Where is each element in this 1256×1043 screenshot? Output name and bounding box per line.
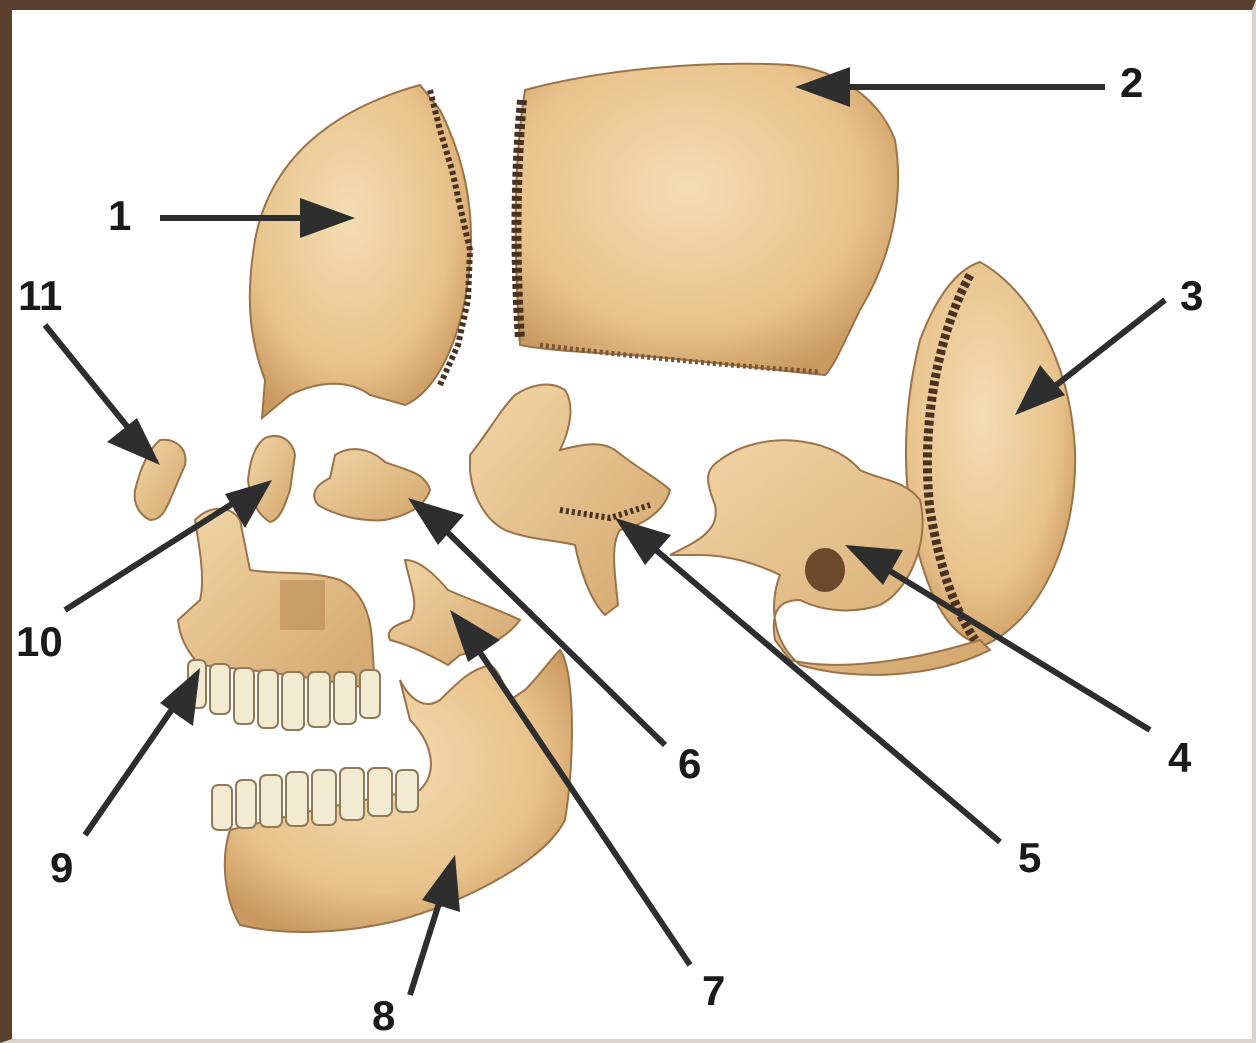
label-1: 1 bbox=[108, 192, 131, 239]
arrow-2 bbox=[795, 67, 1105, 107]
maxilla bbox=[178, 509, 380, 730]
occipital-bone bbox=[906, 262, 1075, 645]
label-10: 10 bbox=[16, 618, 63, 665]
label-9: 9 bbox=[50, 844, 73, 891]
label-8: 8 bbox=[372, 992, 395, 1039]
label-5: 5 bbox=[1018, 834, 1041, 881]
ethmoid-bone bbox=[314, 449, 430, 520]
label-3: 3 bbox=[1180, 272, 1203, 319]
label-11: 11 bbox=[18, 272, 62, 319]
label-7: 7 bbox=[702, 967, 725, 1014]
parietal-bone bbox=[516, 64, 898, 375]
label-6: 6 bbox=[678, 740, 701, 787]
label-4: 4 bbox=[1168, 734, 1192, 781]
label-2: 2 bbox=[1120, 59, 1143, 106]
arrow-11 bbox=[45, 325, 160, 465]
frontal-bone bbox=[250, 85, 471, 418]
arrow-9 bbox=[85, 668, 200, 835]
palatine-bone bbox=[389, 560, 520, 665]
